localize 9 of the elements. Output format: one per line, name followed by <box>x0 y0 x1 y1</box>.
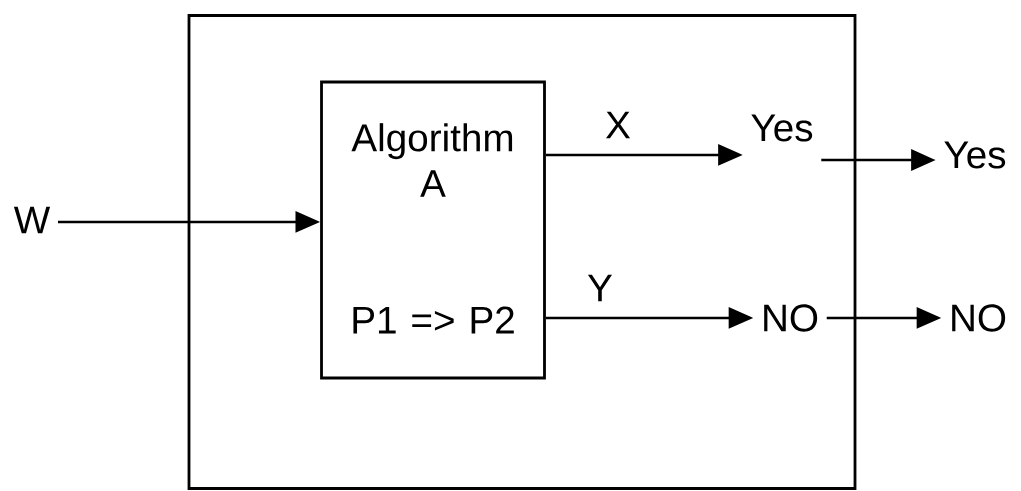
process-box: Algorithm A P1 => P2 <box>320 80 546 380</box>
edge-label: X <box>601 108 635 142</box>
node-label: W <box>13 206 51 234</box>
node-label: Yes <box>944 141 1006 169</box>
node-label: Yes <box>751 114 813 142</box>
edge-label: Y <box>583 271 617 305</box>
node-label: NO <box>764 304 818 332</box>
node-label: NO <box>952 304 1006 332</box>
system-box <box>187 14 857 490</box>
